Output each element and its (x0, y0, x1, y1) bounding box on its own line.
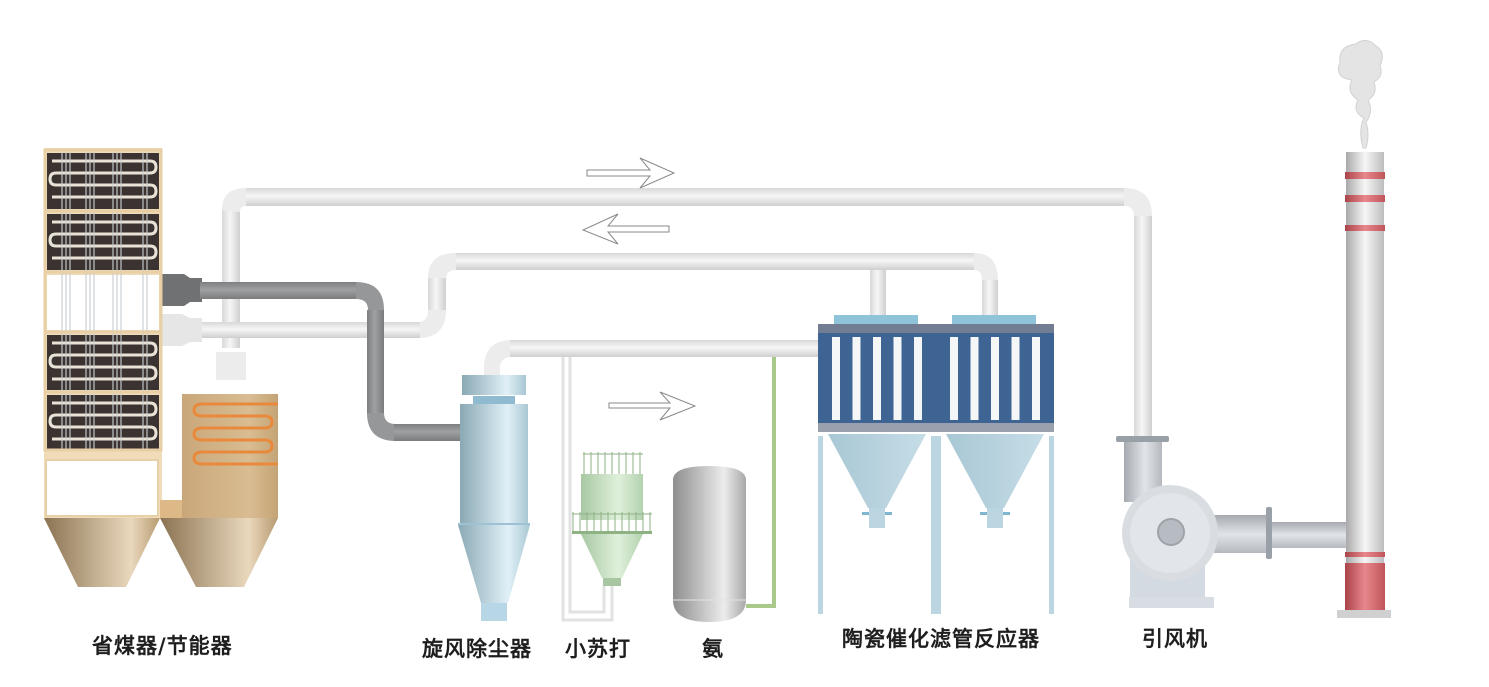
label-economizer: 省煤器/节能器 (92, 633, 233, 658)
pipe-gray-vertical (367, 310, 384, 415)
flow-arrow-right (586, 157, 676, 189)
filter-tube (914, 337, 922, 420)
label-fan: 引风机 (1142, 626, 1208, 651)
smoke-plume-icon (1338, 40, 1383, 149)
pipe-mid-drop-left (428, 278, 446, 312)
pipe-mid-elbow-left (428, 253, 456, 280)
hopper-outlet (869, 508, 885, 528)
reactor-hopper (828, 434, 926, 508)
flow-arrow-right (608, 391, 697, 421)
filter-tube (970, 337, 979, 420)
reactor-top-cap (952, 315, 1036, 324)
ammonia-tank (673, 466, 746, 622)
reactor-top-cap (834, 315, 918, 324)
coil-tube (48, 220, 158, 260)
economizer (43, 148, 163, 587)
energy-saver (160, 394, 278, 587)
pipe-top-elbow-left (222, 188, 246, 212)
pipe-mid-elbow-right (974, 253, 998, 280)
pipe-top-horizontal (246, 188, 1126, 206)
flow-arrow-left (581, 213, 670, 245)
vertical-tubes (61, 152, 148, 449)
reactor-unit (818, 315, 936, 614)
pipe-gray-elbow-bottom (367, 413, 396, 441)
hopper-outlet (987, 508, 1003, 528)
coil-tube (48, 401, 158, 441)
pipe-network (162, 188, 1152, 622)
reactor-bottom-band (936, 423, 1054, 432)
ammonia-line (746, 357, 776, 608)
economizer-lower-open (45, 459, 159, 517)
coil-tube (48, 159, 158, 199)
cyclone-separator (458, 375, 530, 621)
label-cyclone: 旋风除尘器 (422, 636, 532, 661)
pipe-economizer-stub (216, 352, 246, 380)
filter-tube (1032, 337, 1040, 420)
label-ammonia: 氨 (702, 636, 724, 661)
soda-feed-line (561, 357, 614, 622)
label-soda: 小苏打 (565, 636, 631, 661)
reactor-top-band (936, 324, 1054, 333)
coil-tubes (48, 159, 158, 441)
ceramic-filter-reactors (818, 315, 1054, 614)
reactor-leg (936, 436, 941, 614)
pipe-light-flange (162, 314, 202, 346)
pipe-gray-horizontal (200, 282, 358, 299)
filter-tube (1011, 337, 1020, 420)
pipe-top-down-to-fan (1134, 216, 1152, 438)
reactor-leg (1049, 436, 1054, 614)
pipe-light-to-economizer (190, 322, 420, 338)
pipe-gray-flange (162, 274, 202, 306)
filter-tube (852, 337, 861, 420)
filter-tube (893, 337, 902, 420)
economizer-hopper-left (44, 518, 160, 587)
soda-silo (572, 452, 652, 586)
filter-tube (873, 337, 881, 420)
pipe-mid-horizontal (456, 253, 976, 270)
coil-tube (48, 341, 158, 381)
induced-draft-fan (1116, 436, 1347, 608)
label-reactor: 陶瓷催化滤管反应器 (842, 626, 1040, 651)
chimney-stack (1337, 40, 1391, 618)
pipe-mid-elbow-lower (418, 310, 446, 338)
filter-tube (832, 337, 840, 420)
energy-saver-hopper (160, 518, 278, 587)
pipe-mid-drop-right (982, 280, 998, 316)
pipe-gray-to-cyclone (394, 424, 460, 441)
pipe-top-riser-left (222, 208, 240, 348)
reactor-leg (818, 436, 823, 614)
reactor-unit (936, 315, 1054, 614)
pipe-cyclone-to-reactor (510, 340, 820, 357)
filter-tube (991, 337, 999, 420)
pipe-mid-drop-center (870, 270, 886, 316)
economizer-open-section (47, 275, 159, 330)
reactor-bottom-band (818, 423, 936, 432)
filter-tube (950, 337, 958, 420)
reactor-top-band (818, 324, 936, 333)
pipe-cyclone-outlet-elbow (484, 340, 512, 368)
reactor-leg (931, 436, 936, 614)
reactor-hopper (946, 434, 1044, 508)
pipe-gray-elbow-top (356, 282, 384, 310)
pipe-top-elbow-right (1124, 188, 1152, 216)
